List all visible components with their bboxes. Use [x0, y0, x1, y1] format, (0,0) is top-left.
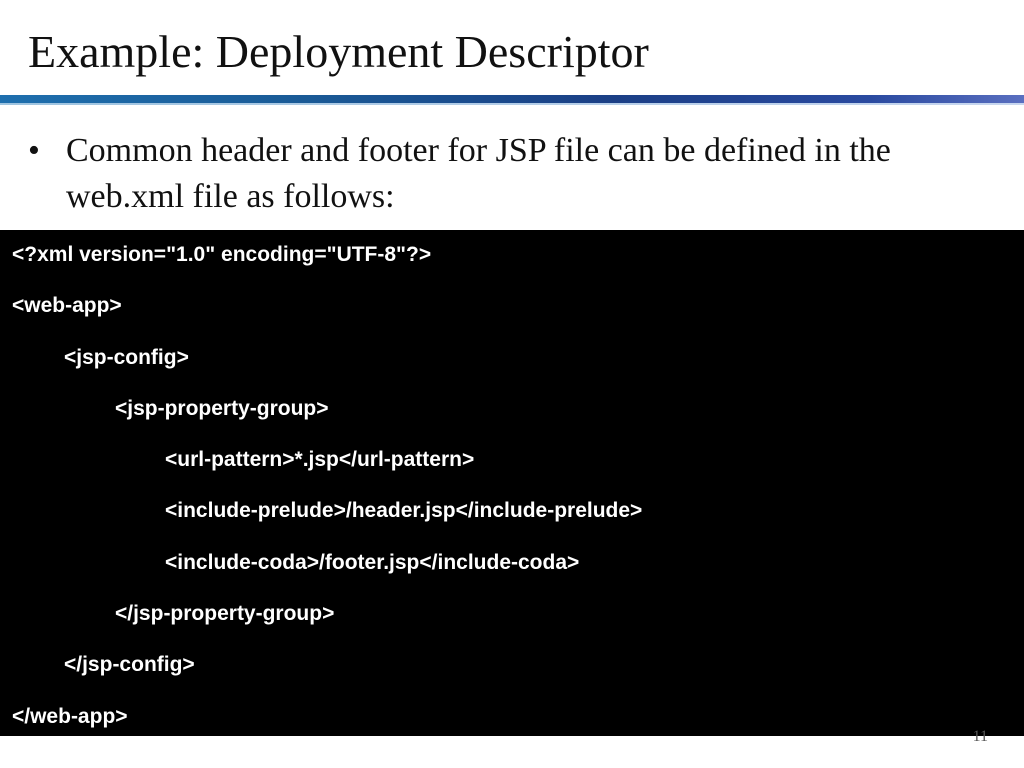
bullet-marker: •: [28, 132, 40, 169]
slide-title: Example: Deployment Descriptor: [28, 26, 649, 77]
bullet-text: Common header and footer for JSP file ca…: [66, 132, 891, 215]
code-line: <jsp-config>: [64, 345, 189, 369]
code-line: </jsp-config>: [64, 653, 195, 677]
page-number: 11: [972, 728, 988, 745]
code-line: </jsp-property-group>: [115, 602, 335, 626]
code-line: <jsp-property-group>: [115, 396, 329, 420]
code-line: <web-app>: [12, 294, 122, 318]
bullet-list: • Common header and footer for JSP file …: [28, 128, 998, 220]
code-line: <url-pattern>*.jsp</url-pattern>: [165, 448, 475, 472]
code-line: <include-prelude>/header.jsp</include-pr…: [165, 499, 643, 523]
bullet-item: • Common header and footer for JSP file …: [28, 128, 998, 220]
title-underline-shade: [0, 103, 1024, 105]
code-line: <?xml version="1.0" encoding="UTF-8"?>: [12, 243, 432, 266]
code-line: <include-coda>/footer.jsp</include-coda>: [165, 550, 580, 574]
code-block: <?xml version="1.0" encoding="UTF-8"?> <…: [0, 230, 1024, 736]
code-line: </web-app>: [12, 704, 128, 728]
title-underline-bar: [0, 95, 1024, 103]
